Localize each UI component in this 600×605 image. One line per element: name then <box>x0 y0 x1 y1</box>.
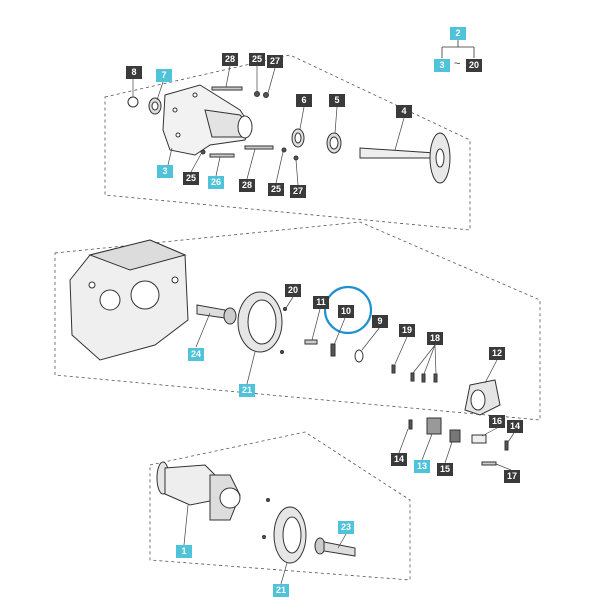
part-25-nut <box>281 147 287 153</box>
part-screw <box>266 498 270 502</box>
part-12-carrier-bore <box>470 389 486 411</box>
part-13-needle-bearing <box>426 417 442 435</box>
callout-19: 19 <box>399 324 415 337</box>
part-25-nut <box>254 91 260 97</box>
callout-25: 25 <box>183 172 199 185</box>
callout-24: 24 <box>188 348 204 361</box>
middle-parts <box>69 239 509 466</box>
part-18-clip <box>410 372 415 382</box>
leader-lines <box>132 65 515 585</box>
callout-21: 21 <box>273 584 289 597</box>
part-26-bolt <box>209 153 235 158</box>
part-6-bearing-inner <box>294 132 302 144</box>
part-18-clip <box>433 373 438 383</box>
callout-26: 26 <box>208 176 224 189</box>
callout-23: 23 <box>338 521 354 534</box>
part-27-nut <box>293 155 299 161</box>
part-3-bolt-hole <box>192 92 198 98</box>
callout-5: 5 <box>329 94 345 107</box>
callout-17: 17 <box>504 470 520 483</box>
legend-left-label: 3 <box>434 59 450 72</box>
part-20-screw <box>283 307 287 311</box>
callout-3: 3 <box>157 165 173 178</box>
part-screw <box>280 350 284 354</box>
callout-14: 14 <box>507 420 523 433</box>
housing-bolt <box>171 276 179 284</box>
part-21-ring-gear-inner <box>282 516 302 554</box>
callout-25: 25 <box>268 183 284 196</box>
part-7-seal-inner <box>151 101 159 111</box>
callout-25: 25 <box>249 53 265 66</box>
part-4-axle-hub <box>435 148 445 168</box>
part-9-washer <box>354 349 364 363</box>
part-14-clip <box>408 419 413 430</box>
part-15-bearing <box>449 429 461 443</box>
part-28-pin <box>211 86 243 91</box>
bottom-parts <box>156 461 356 564</box>
part-18-clip <box>421 373 426 383</box>
part-3-bolt-hole <box>172 107 178 113</box>
top-parts <box>127 84 451 184</box>
part-17-pin <box>481 461 497 466</box>
callout-13: 13 <box>414 460 430 473</box>
callout-27: 27 <box>267 55 283 68</box>
part-16-spacer <box>471 434 487 444</box>
legend-separator: ~ <box>454 58 461 70</box>
part-8-oring <box>127 96 139 108</box>
part-23-pinion-shaft <box>323 541 356 557</box>
callout-28: 28 <box>222 53 238 66</box>
callout-15: 15 <box>437 463 453 476</box>
part-24-pinion <box>196 304 226 319</box>
middle-group-outline <box>54 221 541 421</box>
legend-right-label: 20 <box>466 59 482 72</box>
callout-11: 11 <box>313 296 329 309</box>
callout-7: 7 <box>156 69 172 82</box>
part-14-clip <box>504 440 509 451</box>
transmission-housing-top <box>88 239 187 271</box>
callout-8: 8 <box>126 66 142 79</box>
part-3-bolt-hole <box>175 132 181 138</box>
part-1-bore <box>219 487 241 509</box>
callout-21: 21 <box>239 384 255 397</box>
part-11-pin <box>304 339 318 345</box>
part-21-ring-gear-inner <box>247 299 277 345</box>
part-10-spring <box>330 343 336 357</box>
callout-1: 1 <box>176 545 192 558</box>
callout-14: 14 <box>391 453 407 466</box>
bottom-group-outline <box>149 431 411 581</box>
callout-12: 12 <box>489 347 505 360</box>
legend-bracket <box>441 40 475 58</box>
callout-20: 20 <box>285 284 301 297</box>
part-25-nut <box>200 149 206 155</box>
callout-6: 6 <box>296 94 312 107</box>
part-19-clip <box>391 364 396 374</box>
housing-bore <box>130 280 160 310</box>
callout-4: 4 <box>396 105 412 118</box>
highlight-ring <box>323 285 373 335</box>
part-27-nut <box>263 92 269 98</box>
callout-10: 10 <box>338 305 354 318</box>
callout-28: 28 <box>239 179 255 192</box>
callout-16: 16 <box>489 415 505 428</box>
callout-9: 9 <box>372 315 388 328</box>
housing-bolt <box>88 281 96 289</box>
part-1-housing <box>164 464 216 506</box>
callout-27: 27 <box>290 185 306 198</box>
part-3-housing-bore <box>237 115 253 139</box>
legend-top-label: 2 <box>450 27 466 40</box>
part-28-pin <box>244 145 274 150</box>
part-5-seal-inner <box>329 136 339 150</box>
part-4-axle-shaft <box>359 147 436 159</box>
callout-18: 18 <box>427 332 443 345</box>
part-24-pinion-gear <box>223 307 237 325</box>
part-screw <box>262 535 266 539</box>
housing-bore <box>99 289 121 311</box>
